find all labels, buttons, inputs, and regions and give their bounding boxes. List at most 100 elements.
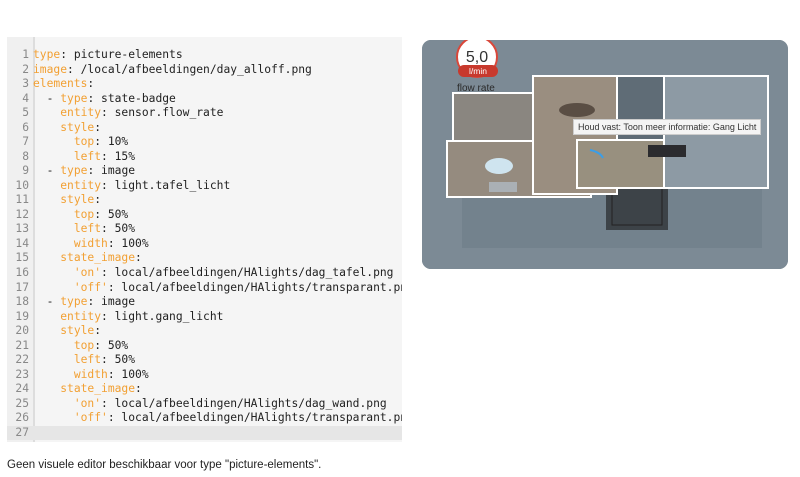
indent — [33, 368, 74, 381]
code-line[interactable]: 20 style: — [7, 324, 402, 339]
code-line[interactable]: 3 elements: — [7, 77, 402, 92]
indent — [33, 310, 60, 323]
code-line[interactable]: 18 - type: image — [7, 295, 402, 310]
code-text: top: 50% — [33, 339, 128, 354]
yaml-value: : 50% — [94, 338, 129, 352]
yaml-key: width — [73, 367, 108, 381]
code-text: image: /local/afbeeldingen/day_alloff.pn… — [33, 63, 312, 78]
code-line[interactable]: 10 entity: light.tafel_licht — [7, 179, 402, 194]
code-line[interactable]: 26 'off': local/afbeeldingen/HAlights/tr… — [7, 411, 402, 426]
code-line[interactable]: 7 top: 10% — [7, 135, 402, 150]
code-line[interactable]: 25 'on': local/afbeeldingen/HAlights/dag… — [7, 397, 402, 412]
indent — [33, 397, 74, 410]
line-number: 23 — [15, 367, 29, 381]
indent — [33, 150, 74, 163]
code-text: 'off': local/afbeeldingen/HAlights/trans… — [33, 411, 402, 426]
yaml-key: entity — [60, 106, 102, 120]
yaml-value: : picture-elements — [60, 48, 183, 61]
code-line[interactable]: 21 top: 50% — [7, 339, 402, 354]
code-text: width: 100% — [33, 368, 149, 383]
code-text: width: 100% — [33, 237, 149, 252]
code-text: style: — [33, 121, 101, 136]
code-line[interactable]: 8 left: 15% — [7, 150, 402, 165]
code-line[interactable]: 16 'on': local/afbeeldingen/HAlights/dag… — [7, 266, 402, 281]
indent — [33, 251, 60, 264]
code-line[interactable]: 9 - type: image — [7, 164, 402, 179]
yaml-value: : — [87, 77, 95, 91]
yaml-key: state_image — [60, 382, 136, 396]
indent: - — [33, 91, 61, 105]
code-text: - type: image — [33, 164, 135, 179]
yaml-value: : light.gang_licht — [101, 309, 224, 323]
line-number: 25 — [15, 396, 29, 410]
code-line[interactable]: 17 'off': local/afbeeldingen/HAlights/tr… — [7, 281, 402, 296]
line-number: 27 — [15, 425, 29, 439]
indent: - — [33, 164, 61, 178]
yaml-value: : 50% — [101, 353, 136, 367]
yaml-key: top — [73, 135, 95, 149]
code-text: left: 50% — [33, 353, 135, 368]
yaml-key: type — [33, 48, 61, 61]
yaml-key: style — [60, 193, 95, 207]
yaml-value: : /local/afbeeldingen/day_alloff.png — [67, 62, 312, 76]
line-number: 19 — [15, 309, 29, 323]
yaml-value: : sensor.flow_rate — [101, 106, 224, 120]
code-line[interactable]: 5 entity: sensor.flow_rate — [7, 106, 402, 121]
yaml-value: : — [135, 382, 142, 396]
yaml-key: 'on' — [73, 396, 102, 410]
code-text: 'on': local/afbeeldingen/HAlights/dag_ta… — [33, 266, 394, 281]
indent — [33, 353, 74, 366]
code-line[interactable]: 2 image: /local/afbeeldingen/day_alloff.p… — [7, 63, 402, 78]
code-text: - type: image — [33, 295, 135, 310]
yaml-value: : 10% — [94, 135, 129, 149]
code-line[interactable]: 22 left: 50% — [7, 353, 402, 368]
yaml-key: left — [73, 222, 102, 236]
code-line[interactable]: 24 state_image: — [7, 382, 402, 397]
code-line[interactable]: 4 - type: state-badge — [7, 92, 402, 107]
line-number: 22 — [15, 353, 29, 367]
line-number: 2 — [22, 62, 29, 76]
code-text: state_image: — [33, 382, 142, 397]
code-text: elements: — [33, 77, 94, 92]
code-text: style: — [33, 193, 101, 208]
code-text: 'on': local/afbeeldingen/HAlights/dag_wa… — [33, 397, 387, 412]
code-line[interactable]: 14 width: 100% — [7, 237, 402, 252]
badge-unit: l/min — [458, 65, 498, 77]
line-number: 5 — [22, 106, 29, 120]
yaml-key: 'on' — [73, 265, 102, 279]
code-line[interactable]: 19 entity: light.gang_licht — [7, 310, 402, 325]
yaml-value: : local/afbeeldingen/HAlights/dag_tafel.… — [101, 265, 394, 279]
code-line[interactable]: 13 left: 50% — [7, 222, 402, 237]
yaml-value: : 50% — [94, 207, 129, 221]
yaml-key: image — [33, 62, 68, 76]
line-number: 6 — [22, 120, 29, 134]
line-number-gutter — [7, 37, 35, 442]
code-line[interactable]: 23 width: 100% — [7, 368, 402, 383]
yaml-key: style — [60, 120, 95, 134]
code-line[interactable]: 27 — [7, 425, 402, 441]
yaml-key: left — [73, 353, 102, 367]
code-line[interactable]: 11 style: — [7, 193, 402, 208]
line-number: 24 — [15, 382, 29, 396]
yaml-key: entity — [60, 309, 102, 323]
yaml-value: : light.tafel_licht — [101, 178, 231, 192]
code-text: left: 50% — [33, 222, 135, 237]
indent — [33, 106, 60, 119]
code-line[interactable]: 15 state_image: — [7, 251, 402, 266]
indent — [33, 208, 74, 221]
line-number: 14 — [15, 236, 29, 250]
code-text: type: picture-elements — [33, 48, 183, 63]
yaml-value: : 100% — [107, 367, 149, 381]
line-number: 9 — [22, 164, 29, 178]
indent — [33, 281, 74, 294]
yaml-value: : local/afbeeldingen/HAlights/transparan… — [107, 411, 402, 425]
badge-label: flow rate — [457, 83, 495, 94]
line-number: 3 — [22, 77, 29, 91]
code-line[interactable]: 6 style: — [7, 121, 402, 136]
indent — [33, 324, 60, 337]
code-line[interactable]: 12 top: 50% — [7, 208, 402, 223]
yaml-value: : 50% — [101, 222, 136, 236]
badge-value: 5,0 — [465, 49, 489, 66]
